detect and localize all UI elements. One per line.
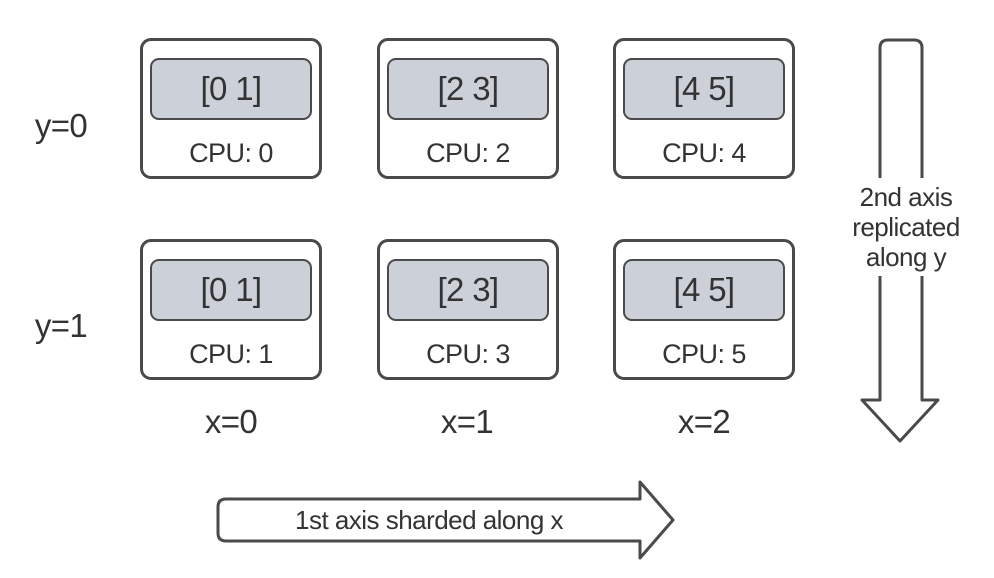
device-box-r1c0: [0 1] CPU: 1 (140, 239, 322, 380)
cpu-label: CPU: 3 (426, 339, 510, 369)
device-box-r0c2: [4 5] CPU: 4 (613, 38, 795, 179)
col-label-x1: x=1 (440, 403, 494, 440)
shard-chip: [2 3] (387, 259, 549, 321)
x-arrow-caption: 1st axis sharded along x (295, 505, 563, 535)
row-label-y1: y=1 (34, 307, 88, 344)
shard-chip: [0 1] (150, 58, 312, 120)
shard-values: [2 3] (437, 70, 500, 107)
shard-chip: [0 1] (150, 259, 312, 321)
device-box-r1c2: [4 5] CPU: 5 (613, 239, 795, 380)
shard-chip: [2 3] (387, 58, 549, 120)
shard-chip: [4 5] (623, 259, 785, 321)
col-label-x2: x=2 (677, 403, 731, 440)
shard-chip: [4 5] (623, 58, 785, 120)
shard-values: [2 3] (437, 271, 500, 308)
shard-values: [4 5] (673, 70, 736, 107)
device-box-r0c1: [2 3] CPU: 2 (377, 38, 559, 179)
col-label-x0: x=0 (204, 403, 258, 440)
shard-values: [0 1] (200, 70, 263, 107)
y-arrow-caption-line: 2nd axis (859, 182, 953, 212)
cpu-label: CPU: 4 (662, 138, 746, 168)
y-arrow-caption-line: replicated (852, 212, 960, 242)
row-label-y0: y=0 (34, 107, 88, 144)
device-box-r1c1: [2 3] CPU: 3 (377, 239, 559, 380)
cpu-label: CPU: 2 (426, 138, 510, 168)
y-arrow-caption-line: along y (865, 242, 947, 272)
cpu-label: CPU: 1 (189, 339, 273, 369)
arrow-right-icon (216, 480, 675, 560)
cpu-label: CPU: 0 (189, 138, 273, 168)
shard-values: [4 5] (673, 271, 736, 308)
cpu-label: CPU: 5 (662, 339, 746, 369)
y-arrow-caption: 2nd axis replicated along y (850, 178, 962, 276)
shard-values: [0 1] (200, 271, 263, 308)
device-box-r0c0: [0 1] CPU: 0 (140, 38, 322, 179)
